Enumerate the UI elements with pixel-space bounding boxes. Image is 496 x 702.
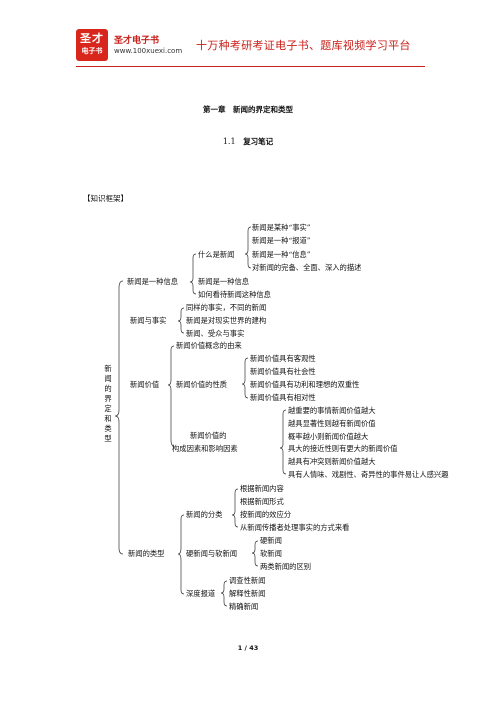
leaf-item: 根据新闻内容 [240, 484, 284, 493]
leaf-item: 新闻价值概念的由来 [176, 341, 242, 350]
branch-label: 新闻的类型 [128, 549, 165, 558]
brand-name: 圣才电子书 [114, 36, 160, 46]
logo-line1: 圣才 [80, 32, 104, 45]
leaf-item: 新闻价值具有功利和理想的双重性 [250, 380, 360, 389]
leaf-item: 同样的事实，不同的新闻 [186, 303, 267, 312]
section-number: 1.1 [222, 137, 236, 146]
brand-site[interactable]: www.100xuexi.com [114, 47, 183, 55]
framework-label: 【知识框架】 [83, 194, 128, 203]
sub-branch-label: 新闻价值的性质 [176, 380, 228, 389]
leaf-item: 越重要的事情新闻价值越大 [288, 406, 376, 415]
chapter-title: 第一章 新闻的界定和类型 [203, 105, 293, 114]
branch-label: 新闻是一种信息 [127, 277, 179, 286]
leaf-item: 根据新闻形式 [240, 497, 284, 506]
leaf-item: 越具显著性则越有新闻价值 [288, 419, 376, 428]
page-number: 1 / 43 [237, 644, 259, 652]
leaf-item: 新闻是一种“信息” [252, 250, 311, 259]
sub-branch-label: 什么是新闻 [198, 250, 235, 259]
branch-label: 新闻与事实 [130, 316, 167, 325]
leaf-item: 新闻是一种信息 [198, 277, 250, 286]
leaf-item: 新闻价值具有客观性 [250, 354, 316, 363]
sub-branch-label: 新闻价值的 [190, 431, 227, 440]
branch-label: 新闻价值 [130, 380, 160, 389]
brand-logo: 圣才 电子书 [76, 29, 108, 61]
leaf-item: 新闻是某种“事实” [252, 223, 311, 232]
leaf-item: 新闻、受众与事实 [186, 329, 245, 338]
leaf-item: 精确新闻 [229, 602, 259, 611]
leaf-item: 如何看待新闻这种信息 [198, 290, 271, 299]
leaf-item: 具大的接近性则有更大的新闻价值 [288, 444, 398, 453]
leaf-item: 解释性新闻 [229, 589, 266, 598]
sub-branch-label: 新闻的分类 [186, 510, 223, 519]
section-name: 复习笔记 [243, 137, 274, 146]
leaf-item: 新闻价值具有相对性 [250, 393, 316, 402]
leaf-item: 新闻是对现实世界的建构 [186, 316, 267, 325]
leaf-item: 软新闻 [260, 549, 282, 558]
leaf-item: 从新闻传播者处理事实的方式来看 [240, 523, 350, 532]
leaf-item: 对新闻的完备、全面、深入的描述 [252, 263, 362, 272]
leaf-item: 具有人情味、戏剧性、奇异性的事件易让人感兴趣 [288, 470, 449, 479]
sub-branch-label: 构成因素和影响因素 [172, 444, 238, 453]
section-title: 1.1 复习笔记 [0, 136, 496, 147]
leaf-item: 概率越小则新闻价值越大 [288, 432, 369, 441]
leaf-item: 硬新闻 [260, 536, 282, 545]
leaf-item: 两类新闻的区别 [260, 562, 312, 571]
leaf-item: 调查性新闻 [229, 576, 266, 585]
mindmap-root: 新闻的界定和类型 [104, 364, 112, 443]
leaf-item: 新闻价值具有社会性 [250, 367, 316, 376]
leaf-item: 新闻是一种“报道” [252, 236, 311, 245]
header-slogan: 十万种考研考证电子书、题库视频学习平台 [196, 39, 411, 52]
leaf-item: 越具有冲突则新闻价值越大 [288, 457, 376, 466]
leaf-item: 按新闻的效应分 [240, 510, 292, 519]
sub-branch-label: 硬新闻与软新闻 [186, 549, 238, 558]
header-divider [76, 66, 425, 67]
sub-branch-label: 深度报道 [186, 589, 216, 598]
logo-line2: 电子书 [81, 47, 103, 55]
